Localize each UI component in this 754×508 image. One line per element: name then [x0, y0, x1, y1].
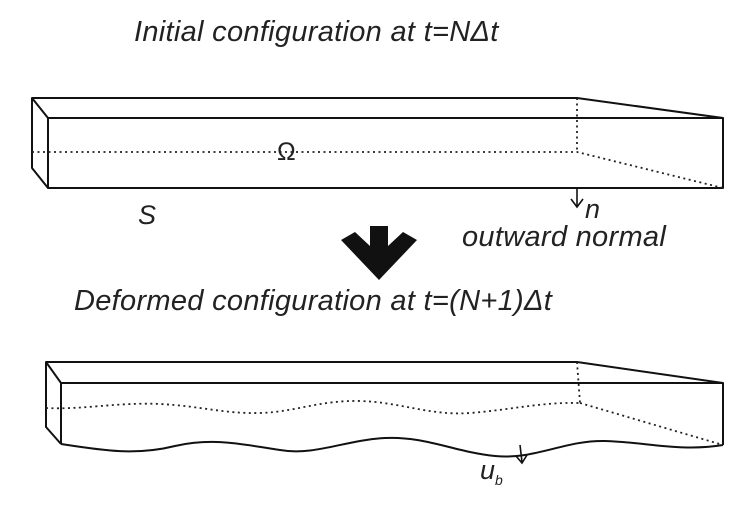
- normal-label: n: [585, 194, 601, 224]
- initial-configuration-title: Initial configuration at t=NΔt: [134, 16, 499, 48]
- boundary-label: S: [138, 200, 157, 230]
- initial-beam-front-face: [48, 118, 724, 189]
- displacement-subscript: b: [495, 472, 503, 488]
- displacement-symbol: u: [480, 455, 496, 485]
- outward-normal-arrow: [570, 188, 584, 209]
- deformation-arrow-icon: [341, 226, 417, 280]
- deformed-beam: [45, 361, 724, 458]
- deformed-beam-hidden-wave: [45, 400, 581, 415]
- initial-beam-hidden-edges: [32, 151, 724, 189]
- initial-beam-top-face: [31, 97, 724, 119]
- deformed-beam-hidden-vertical: [576, 361, 581, 404]
- displacement-arrow: [515, 444, 528, 465]
- deformed-beam-bottom-wave: [60, 436, 724, 458]
- deformed-beam-hidden-edge: [579, 402, 724, 446]
- domain-label: Ω: [277, 138, 296, 166]
- displacement-label: ub: [480, 455, 503, 488]
- outward-normal-caption: outward normal: [462, 221, 667, 253]
- deformed-beam-left-edge: [45, 362, 62, 445]
- initial-beam: [31, 97, 724, 189]
- deformed-beam-top-face: [45, 361, 724, 384]
- initial-beam-left-face: [31, 98, 49, 189]
- deformed-configuration-title: Deformed configuration at t=(N+1)Δt: [74, 285, 553, 317]
